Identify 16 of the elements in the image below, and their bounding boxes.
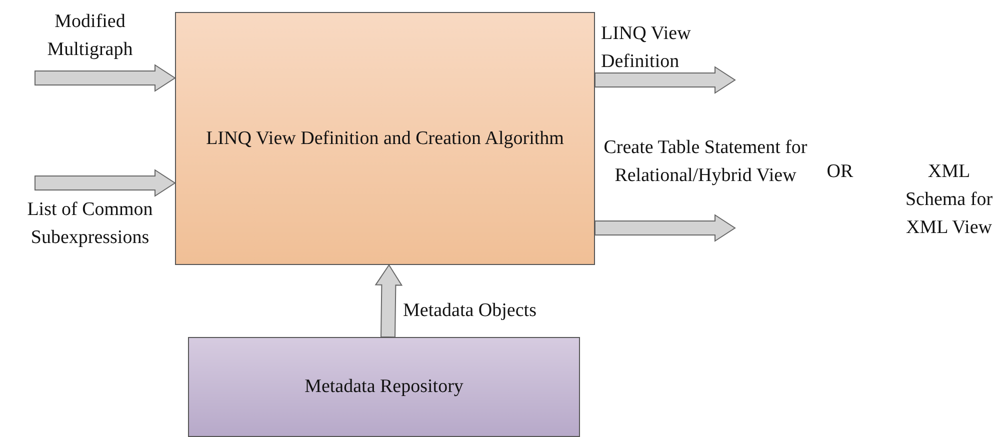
edge-label: Metadata Objects [403,299,538,323]
process-box [175,12,595,265]
block-arrow [34,64,176,92]
box-text: Metadata Repository [304,375,464,399]
note-text: XML Schema for XML View [904,160,994,240]
box-text: LINQ View Definition and Creation Algorithm [206,126,564,150]
block-arrow [34,169,176,197]
repository-box [188,337,580,437]
edge-label: List of Common Subexpressions [26,198,154,250]
block-arrow [374,264,403,338]
note-text: OR [826,160,854,184]
block-arrow [594,66,736,94]
edge-label: LINQ View Definition [601,22,692,74]
edge-label: Create Table Statement for Relational/Hybrid View [602,136,808,188]
edge-label: Modified Multigraph [46,10,134,62]
block-arrow [594,214,736,242]
